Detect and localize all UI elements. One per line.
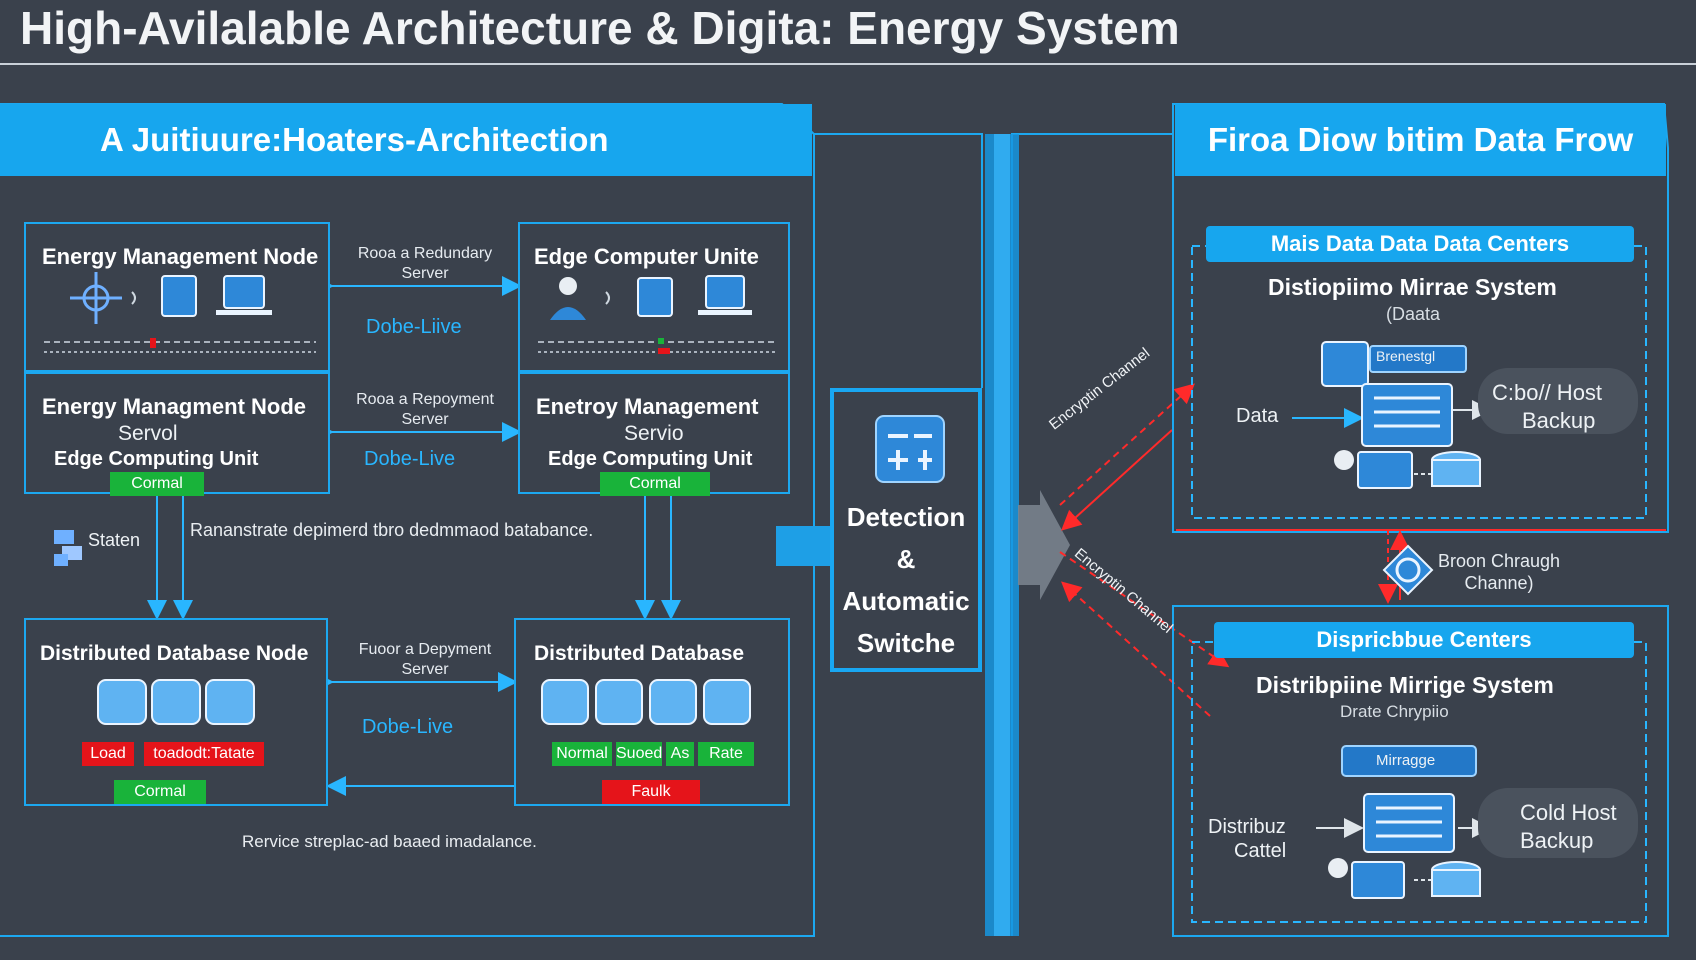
middle-note: Rananstrate depimerd tbro dedmmaod batab… bbox=[190, 520, 594, 540]
backup-cloud bbox=[1478, 788, 1638, 858]
energy-management-node-2: Energy Managment Node Servol Edge Comput… bbox=[24, 372, 330, 496]
data-center-banner: Mais Data Data Data Centers bbox=[1206, 226, 1634, 262]
distributed-database-node: Distributed Database Node Load toadodt:T… bbox=[24, 618, 328, 806]
database-icons bbox=[97, 679, 255, 725]
laptop-icon bbox=[705, 275, 745, 309]
energy-management-edge: Enetroy Management Servio Edge Computing… bbox=[518, 372, 790, 496]
footer-note: Rervice streplac-ad baaed imadalance. bbox=[242, 832, 537, 851]
network-hub-icon bbox=[70, 272, 122, 324]
edge-computer-unit: Edge Computer Unite bbox=[518, 222, 790, 372]
link-caption: Rooa a Repoyment bbox=[356, 391, 494, 408]
node-title: Distributed Database Node bbox=[40, 642, 309, 665]
bridge-channel-icon bbox=[1382, 544, 1434, 596]
backup-label: Cold Host bbox=[1520, 800, 1617, 825]
status-badge: Load bbox=[82, 742, 134, 766]
link-caption: Server bbox=[401, 265, 449, 282]
switch-panel-icon bbox=[875, 415, 945, 483]
mirror-system-graphic bbox=[1321, 341, 1481, 489]
link-caption: Rooa a Redundary bbox=[357, 245, 493, 262]
node-subtitle: Edge Computing Unit bbox=[54, 448, 259, 470]
tablet-icon bbox=[161, 275, 197, 317]
energy-management-node: Energy Management Node bbox=[24, 222, 330, 372]
label-screen bbox=[1341, 745, 1477, 777]
database-icons bbox=[541, 679, 751, 725]
status-badge: Faulk bbox=[602, 780, 700, 804]
screen-label: Brenestgl bbox=[1376, 348, 1436, 364]
node-subtitle: Edge Computing Unit bbox=[548, 448, 753, 470]
mirror-system-subtitle: Drate Chrypiio bbox=[1340, 702, 1449, 721]
input-label: Distribuz bbox=[1208, 816, 1286, 838]
title-divider bbox=[0, 63, 1696, 65]
station-label: Staten bbox=[88, 530, 141, 550]
backup-label: Backup bbox=[1520, 828, 1594, 853]
switch-line: Detection bbox=[846, 502, 966, 532]
status-badge: Rate bbox=[698, 742, 754, 766]
link-caption: Fuoor a Depyment bbox=[358, 641, 492, 658]
node-title: Enetroy Management bbox=[536, 394, 759, 419]
backup-label: Backup bbox=[1522, 408, 1596, 433]
bridge-label: Channe) bbox=[1464, 573, 1534, 593]
node-title: Distributed Database bbox=[534, 642, 745, 665]
switch-output-arrow bbox=[1018, 490, 1070, 600]
link-caption: Server bbox=[401, 661, 449, 678]
center-frame-top bbox=[814, 133, 983, 388]
switch-input-arrow bbox=[776, 526, 830, 566]
data-center-banner: Dispricbbue Centers bbox=[1214, 622, 1634, 658]
node-subtitle: Servio bbox=[624, 422, 684, 445]
mirror-system-title: Distiopiimo Mirrae System bbox=[1268, 274, 1557, 300]
operator-icon bbox=[1334, 450, 1354, 470]
node-subtitle: Servol bbox=[118, 422, 178, 445]
data-input-label: Data bbox=[1236, 405, 1279, 427]
node-title: Edge Computer Unite bbox=[534, 244, 759, 269]
status-badge: Normal bbox=[552, 742, 612, 766]
switch-line: & bbox=[896, 544, 916, 574]
status-badge: As bbox=[666, 742, 694, 766]
operator-icon bbox=[1328, 858, 1348, 878]
status-badge: Suoed bbox=[616, 742, 662, 766]
detection-switch: Detection & Automatic Switche bbox=[830, 388, 982, 672]
backup-cloud bbox=[1478, 368, 1638, 434]
node-device-icons bbox=[44, 272, 316, 353]
live-label: Dobe-Live bbox=[364, 448, 456, 470]
status-badge: toadodt:Tatate bbox=[144, 742, 264, 766]
status-badge: Cormal bbox=[114, 780, 206, 804]
mirror-system-graphic bbox=[1328, 745, 1481, 899]
left-panel-banner: A Juitiuure:Hoaters-Architection bbox=[0, 104, 812, 176]
switch-line: Automatic bbox=[842, 586, 970, 616]
bridge-label: Broon Chraugh bbox=[1437, 551, 1561, 571]
live-label: Dobe-Live bbox=[362, 716, 454, 738]
label-screen bbox=[1369, 345, 1467, 373]
mirror-system-title: Distribpiine Mirrige System bbox=[1256, 672, 1554, 698]
switch-line: Switche bbox=[856, 628, 956, 658]
server-monitor-icon bbox=[1361, 383, 1453, 447]
backup-label: C:bo// Host bbox=[1492, 380, 1603, 405]
link-caption: Server bbox=[401, 411, 449, 428]
distributed-database: Distributed Database Normal Suoed As Rat… bbox=[514, 618, 790, 806]
screen-label: Mirragge bbox=[1376, 752, 1436, 769]
tablet-icon bbox=[637, 277, 673, 317]
node-title: Energy Management Node bbox=[42, 244, 319, 269]
live-label: Dobe-Liive bbox=[366, 316, 462, 338]
status-badge: Cormal bbox=[600, 472, 710, 496]
node-device-icons bbox=[538, 275, 778, 354]
document-icon bbox=[1321, 341, 1369, 387]
input-label: Cattel bbox=[1234, 840, 1287, 862]
right-panel-banner: Firoa Diow bitim Data Frow bbox=[1175, 104, 1666, 176]
laptop-icon bbox=[223, 275, 265, 309]
station-icon bbox=[54, 530, 82, 566]
status-badge: Cormal bbox=[110, 472, 204, 496]
node-title: Energy Managment Node bbox=[42, 394, 307, 419]
mirror-system-subtitle: (Daata bbox=[1386, 304, 1441, 324]
operator-icon bbox=[559, 277, 577, 295]
page-title: High-Avilalable Architecture & Digita: E… bbox=[20, 2, 1180, 54]
